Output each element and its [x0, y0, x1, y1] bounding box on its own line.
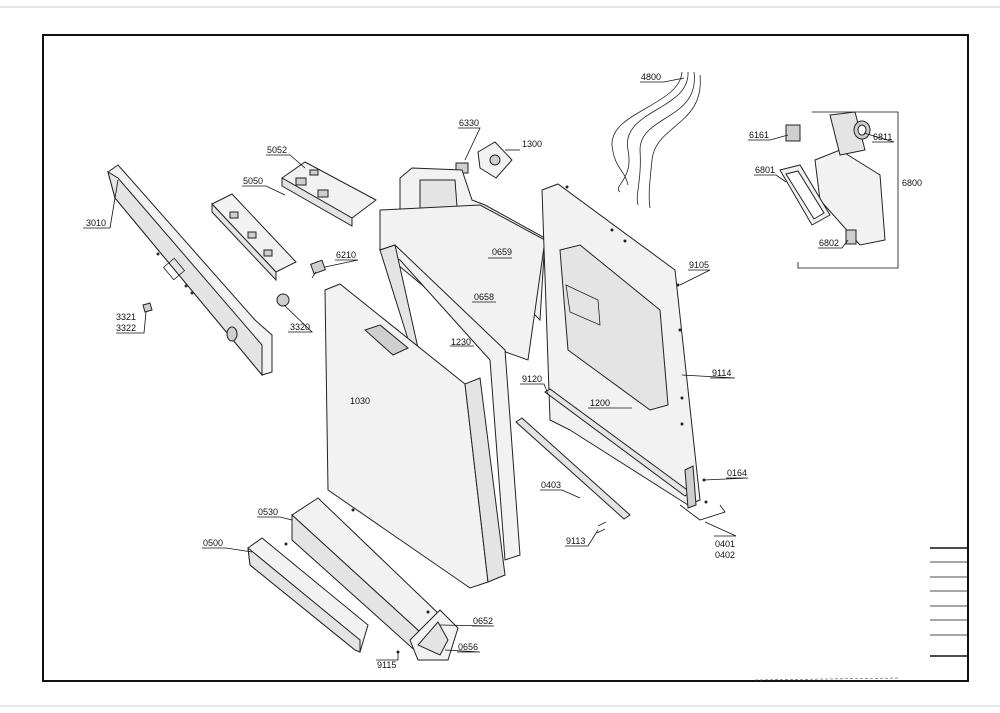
- label-6802: 6802: [819, 238, 839, 248]
- knob-3320: [276, 293, 290, 307]
- label-3010: 3010: [86, 218, 106, 228]
- title-block: [754, 547, 968, 681]
- wiring-harness-4800: [611, 71, 701, 209]
- label-6161: 6161: [749, 130, 769, 140]
- part-labels: 4800 6330 1300 5052 5050 3010 6210 0659 …: [86, 72, 922, 670]
- label-3321: 3321: [116, 312, 136, 322]
- label-5050: 5050: [243, 176, 263, 186]
- hinge-bracket-0401: [679, 465, 726, 521]
- label-0658: 0658: [474, 292, 494, 302]
- seal-strip-0403: [515, 417, 631, 520]
- label-9115: 9115: [377, 660, 396, 670]
- label-0401: 0401: [715, 539, 735, 549]
- label-0500: 0500: [203, 538, 223, 548]
- label-6800: 6800: [902, 178, 922, 188]
- label-6801: 6801: [755, 165, 775, 175]
- label-1200: 1200: [590, 398, 610, 408]
- bottom-cover-0530: [291, 497, 441, 657]
- label-0164: 0164: [727, 468, 747, 478]
- label-9113: 9113: [566, 536, 585, 546]
- label-1230: 1230: [451, 337, 471, 347]
- label-3322: 3322: [116, 323, 136, 333]
- control-panel-3010: [107, 164, 273, 377]
- label-6210: 6210: [336, 250, 356, 260]
- clip-3321: [142, 302, 153, 313]
- label-0402: 0402: [715, 550, 735, 560]
- label-0403: 0403: [541, 480, 561, 490]
- label-5052: 5052: [267, 145, 287, 155]
- outer-door-1030: [324, 283, 506, 589]
- label-9105: 9105: [689, 260, 709, 270]
- switch-6210: [310, 259, 326, 279]
- drawing-frame: [42, 34, 969, 682]
- screw-marks: [284, 185, 708, 654]
- kick-plate-0500: [247, 537, 369, 653]
- label-0659: 0659: [492, 247, 512, 257]
- label-0652: 0652: [473, 616, 493, 626]
- detergent-dispenser-6800: [779, 111, 899, 269]
- end-piece-0656: [409, 609, 459, 661]
- label-0656: 0656: [458, 642, 478, 652]
- door-lock-1300: [477, 141, 513, 179]
- label-4800: 4800: [641, 72, 661, 82]
- inner-door-1200: [541, 183, 701, 506]
- label-3320: 3320: [290, 322, 310, 332]
- label-9114: 9114: [712, 368, 731, 378]
- label-6811: 6811: [873, 132, 892, 142]
- screws-9113: [596, 521, 607, 534]
- label-0530: 0530: [258, 507, 278, 517]
- label-1030: 1030: [350, 396, 370, 406]
- leader-lines: [83, 77, 895, 661]
- label-1300: 1300: [522, 139, 542, 149]
- electronic-board-5052: [281, 161, 377, 227]
- electronic-board-5050: [211, 193, 297, 282]
- label-9120: 9120: [522, 374, 542, 384]
- label-6330: 6330: [459, 118, 479, 128]
